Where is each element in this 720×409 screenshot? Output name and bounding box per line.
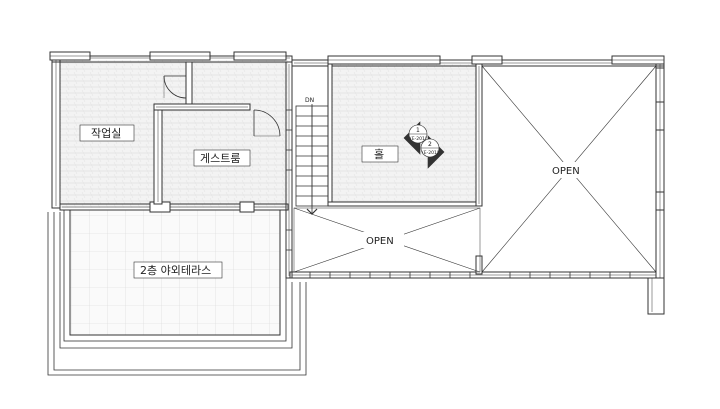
staircase [295,104,329,215]
section-marker-top-ref: (E-201) [410,136,427,142]
room-label-hall: 홀 [374,148,384,161]
left-void-label: OPEN [366,236,394,247]
room-label-guestroom: 게스트룸 [200,152,240,165]
section-marker-bottom-number: 2 [428,141,432,148]
doors [163,75,281,137]
wall-ticks [286,109,631,278]
room-label-terrace: 2층 야외테라스 [140,264,211,277]
hatched-floor-areas [60,60,476,208]
stair-direction-label: DN [305,97,314,104]
windows [49,51,665,279]
section-marker-top-number: 1 [416,127,420,134]
left-void-label-bg [358,232,404,248]
room-labels: 작업실 게스트룸 홀 2층 야외테라스 [79,124,399,279]
section-marker-bottom-ref: (E-201) [422,150,439,156]
right-void-label-bg [546,162,592,178]
right-void-label: OPEN [552,166,580,177]
interior-walls [153,61,483,275]
terrace-floor [47,209,307,376]
section-marker [403,121,445,169]
room-label-workroom: 작업실 [91,127,121,140]
